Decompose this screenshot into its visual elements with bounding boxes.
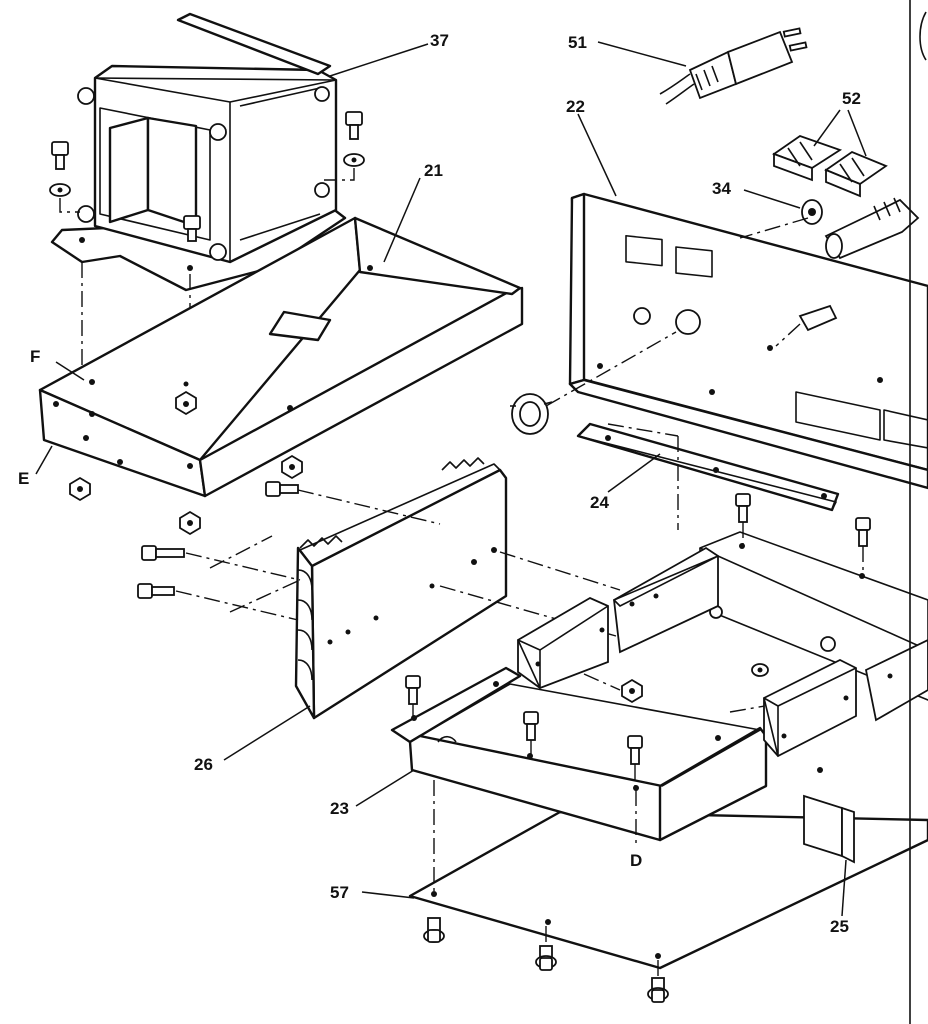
inner-bracket-right <box>763 658 857 758</box>
nut-on-tray <box>175 390 197 416</box>
callout-26: 26 <box>194 755 213 774</box>
bolt-lower-left <box>137 583 175 599</box>
hex-nut-tray-1 <box>69 476 91 502</box>
callout-51: 51 <box>568 33 587 52</box>
reference-letter-d: D <box>630 851 642 870</box>
callout-21: 21 <box>424 161 443 180</box>
panel-bracket <box>775 304 838 347</box>
reference-letter-e: E <box>18 469 29 488</box>
screw-bottom-2 <box>535 945 557 971</box>
callout-57: 57 <box>330 883 349 902</box>
reference-letter-f: F <box>30 347 40 366</box>
bracket-part-25 <box>803 794 855 864</box>
base-nut-right <box>751 663 769 677</box>
screw-bottom-1 <box>423 917 445 943</box>
base-frame-part-23 <box>390 666 768 842</box>
base-screw-1 <box>405 675 421 705</box>
base-screw-4 <box>735 493 751 523</box>
inner-bracket-left <box>517 596 609 690</box>
callout-37: 37 <box>430 31 449 50</box>
callout-52: 52 <box>842 89 861 108</box>
callout-23: 23 <box>330 799 349 818</box>
hex-nut-tray-3 <box>281 454 303 480</box>
bottom-cover-part-57 <box>408 810 928 970</box>
callout-25: 25 <box>830 917 849 936</box>
bolt-upper-left <box>141 545 185 561</box>
transformer-screw-left <box>49 141 71 197</box>
base-screw-3 <box>627 735 643 765</box>
callout-24: 24 <box>590 493 609 512</box>
bolt-upper-center <box>265 481 299 497</box>
inner-bracket-center <box>613 546 719 654</box>
base-screw-2 <box>523 711 539 741</box>
hex-nut-tray-2 <box>179 510 201 536</box>
power-cord-part-51 <box>659 27 808 105</box>
heatsink-board-part-26 <box>294 457 508 720</box>
transformer-screw-right <box>343 111 365 167</box>
grommet <box>510 393 553 435</box>
transformer-screw-center <box>183 215 201 242</box>
inner-bracket-far-right <box>864 639 928 722</box>
knob-part-34 <box>801 199 823 225</box>
callout-22: 22 <box>566 97 585 116</box>
base-nut-center <box>621 678 643 704</box>
chassis-tray-part-21 <box>38 216 524 498</box>
base-screw-5 <box>855 517 871 547</box>
control-shaft <box>824 197 920 260</box>
screw-bottom-3 <box>647 977 669 1003</box>
bracket-part-24 <box>576 422 840 512</box>
front-panel-part-22 <box>568 192 928 490</box>
transformer-part-37 <box>50 12 347 292</box>
callout-34: 34 <box>712 179 731 198</box>
terminal-part-52 <box>772 134 888 198</box>
